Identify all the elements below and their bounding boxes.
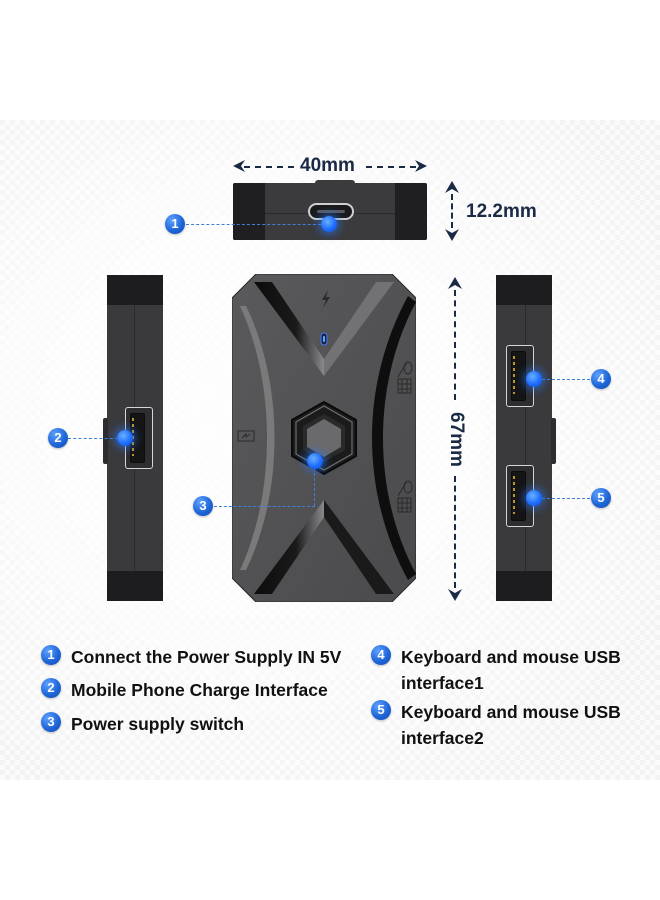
legend-badge-3: 3	[41, 712, 61, 732]
legend-text-5-line2: interface2	[401, 728, 484, 748]
arrow-right-icon	[415, 160, 427, 172]
usb-a-port-2	[506, 465, 534, 527]
callout-badge-3: 3	[193, 496, 213, 516]
callout-dot-2	[117, 430, 133, 446]
callout-line-4	[542, 379, 590, 380]
callout-line-3v	[314, 468, 315, 506]
callout-badge-4: 4	[591, 369, 611, 389]
legend-item-1: 1 Connect the Power Supply IN 5V	[41, 644, 341, 670]
width-dimension: 40mm	[232, 155, 428, 179]
lightning-icon	[322, 290, 330, 308]
legend-badge-1: 1	[41, 645, 61, 665]
callout-badge-5: 5	[591, 488, 611, 508]
keyboard-mouse-icon	[397, 480, 413, 513]
legend-badge-2: 2	[41, 678, 61, 698]
legend-text-3: Power supply switch	[71, 714, 245, 734]
usb-a-port-1	[506, 345, 534, 407]
arrow-up-icon	[445, 181, 459, 193]
length-label: 67mm	[446, 412, 467, 467]
battery-charge-icon	[237, 430, 255, 442]
callout-dot-1	[321, 216, 337, 232]
device-left-side	[107, 275, 163, 601]
width-label: 40mm	[300, 155, 355, 176]
callout-line-3h	[214, 506, 315, 507]
thickness-label: 12.2mm	[466, 201, 537, 222]
callout-badge-1: 1	[165, 214, 185, 234]
arrow-down-icon	[448, 589, 462, 601]
callout-line-5	[542, 498, 590, 499]
thickness-dimension: 12.2mm	[444, 180, 554, 242]
legend-item-4: 4 Keyboard and mouse USB interface1	[371, 644, 621, 696]
arrow-up-icon	[448, 277, 462, 289]
legend-text-2: Mobile Phone Charge Interface	[71, 680, 328, 700]
length-dimension: 67mm	[443, 276, 467, 602]
legend-badge-5: 5	[371, 700, 391, 720]
legend-text-4-line1: Keyboard and mouse USB	[401, 647, 621, 667]
callout-line-2	[68, 438, 118, 439]
callout-line-1	[186, 224, 321, 225]
callout-dot-3	[307, 453, 323, 469]
legend-item-3: 3 Power supply switch	[41, 711, 244, 737]
legend-text-1: Connect the Power Supply IN 5V	[71, 647, 342, 667]
keyboard-mouse-icon	[397, 361, 413, 394]
legend-item-5: 5 Keyboard and mouse USB interface2	[371, 699, 621, 751]
legend-text-4-line2: interface1	[401, 673, 484, 693]
device-front-view	[231, 273, 417, 603]
arrow-left-icon	[233, 160, 245, 172]
legend-badge-4: 4	[371, 645, 391, 665]
callout-dot-4	[526, 371, 542, 387]
arrow-down-icon	[445, 229, 459, 241]
callout-badge-2: 2	[48, 428, 68, 448]
callout-dot-5	[526, 490, 542, 506]
legend-item-2: 2 Mobile Phone Charge Interface	[41, 677, 328, 703]
device-right-side	[496, 275, 552, 601]
legend-text-5-line1: Keyboard and mouse USB	[401, 702, 621, 722]
